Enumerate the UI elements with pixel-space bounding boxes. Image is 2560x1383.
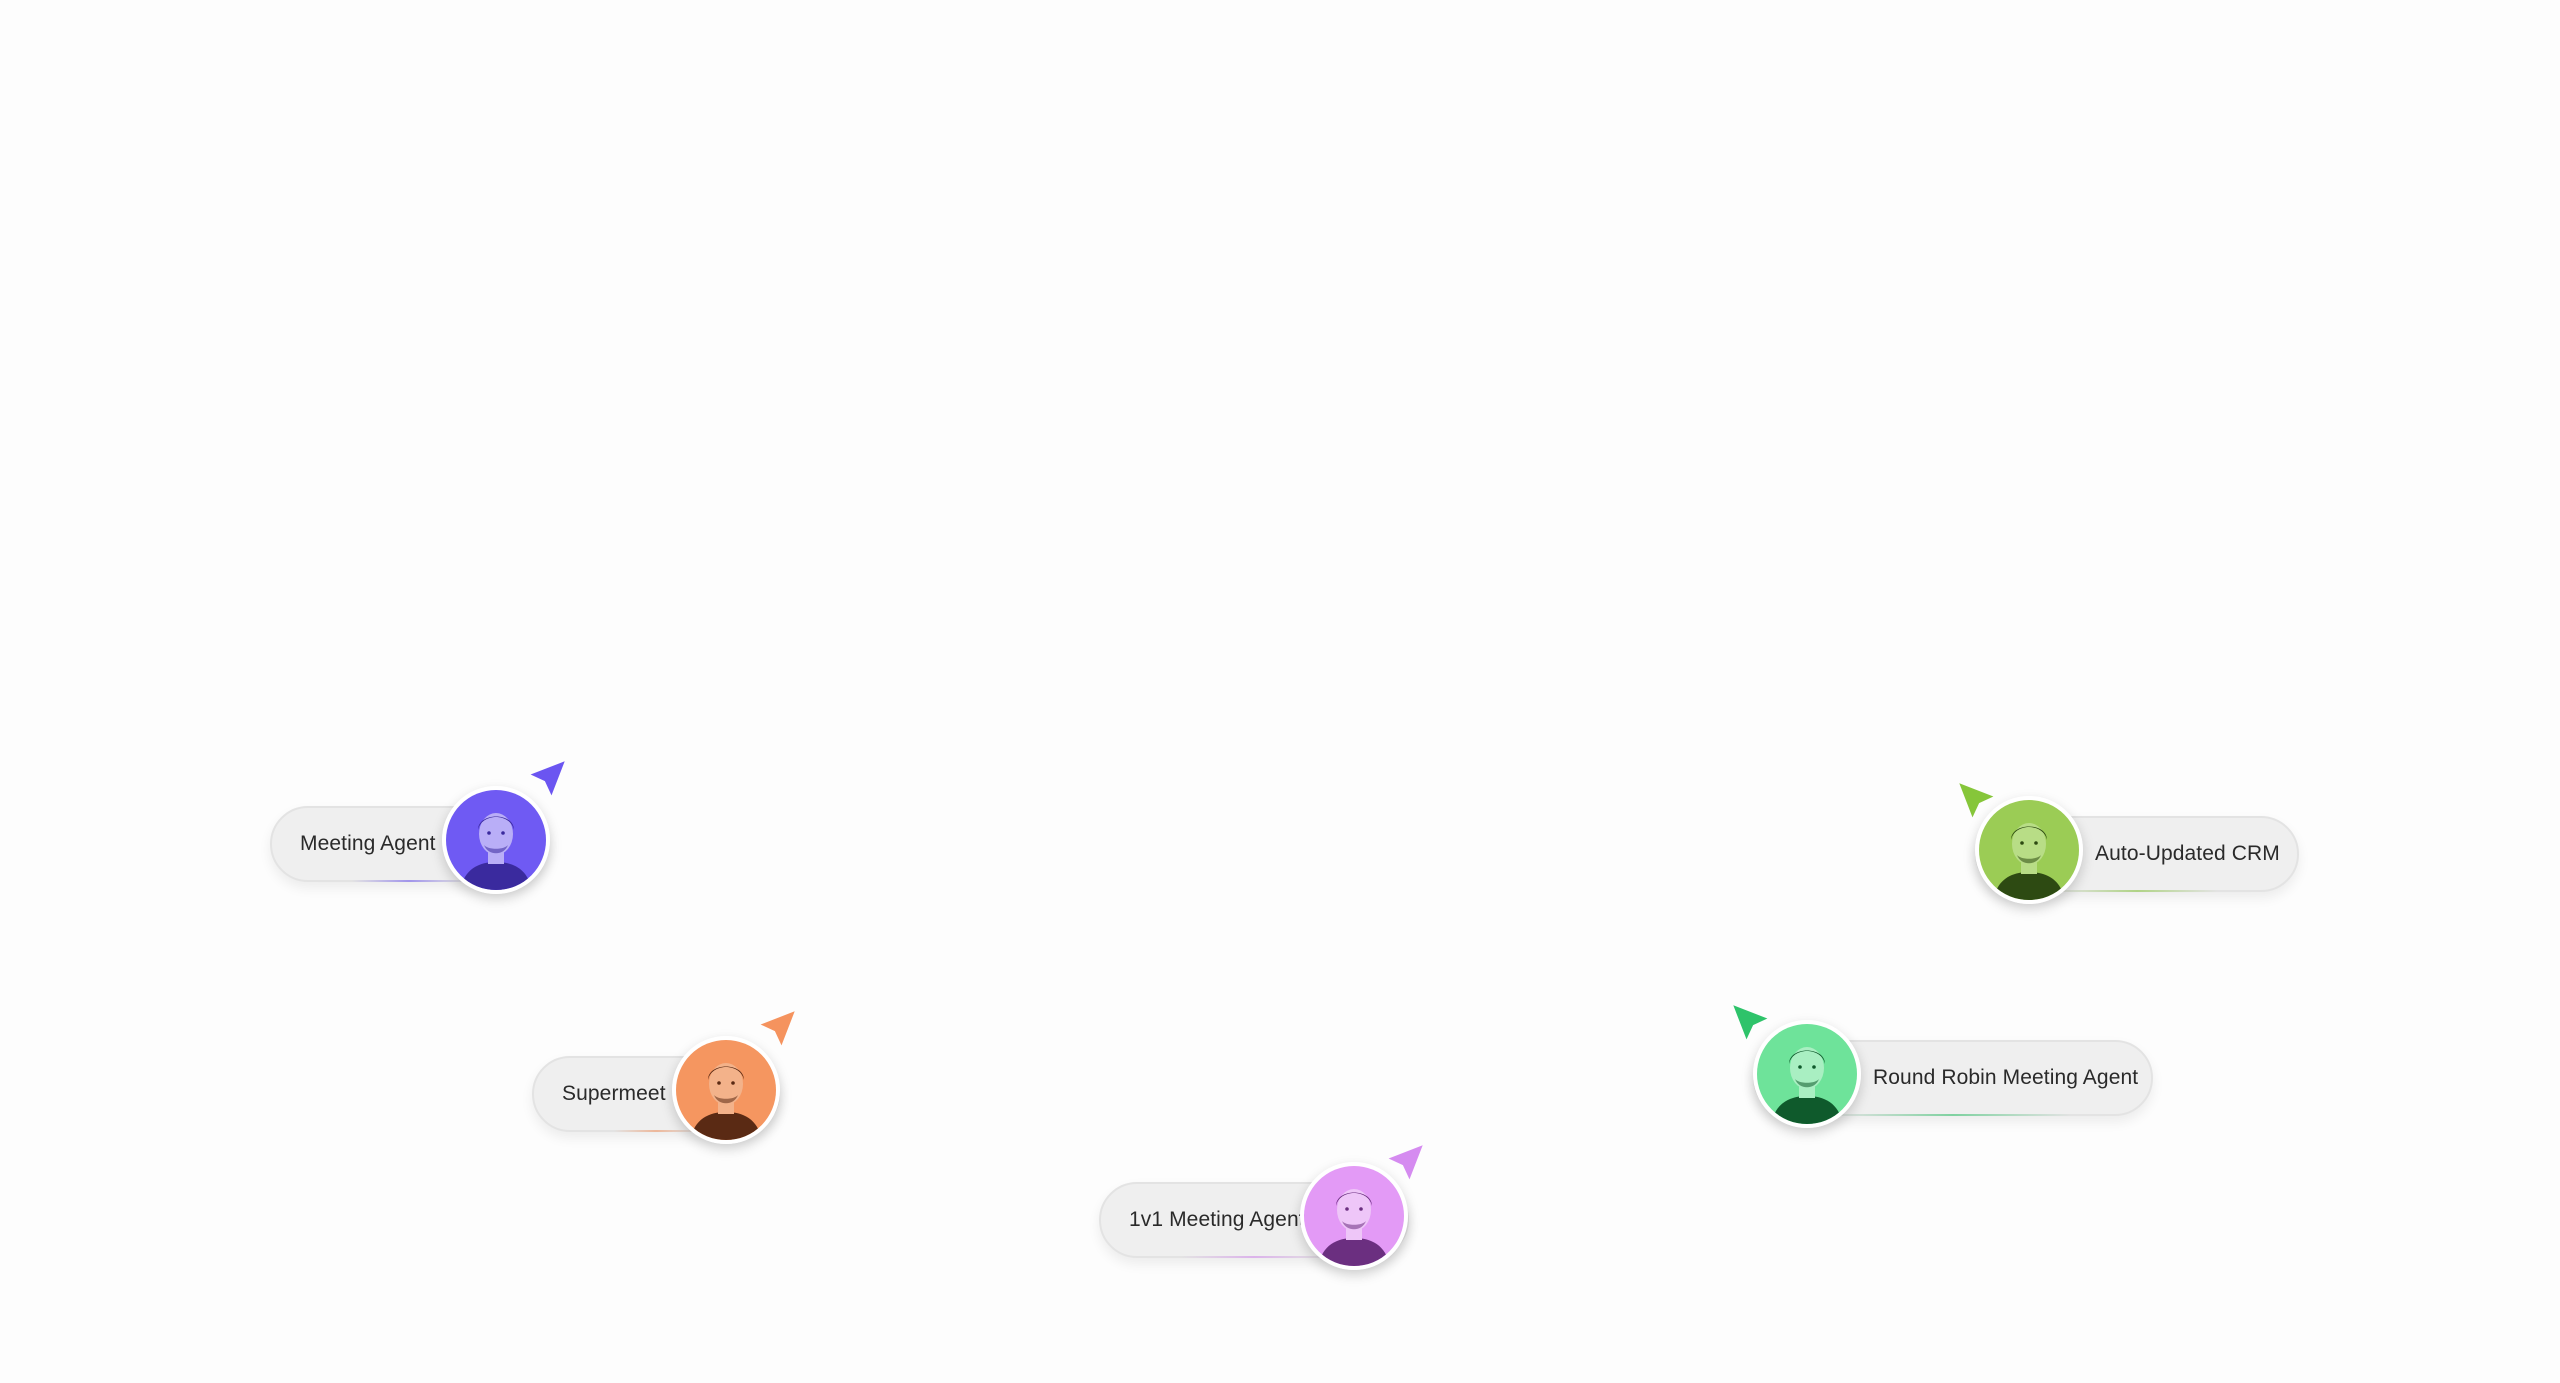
avatar	[442, 786, 550, 894]
agent-chip-label: Supermeet	[562, 1082, 666, 1105]
avatar	[1300, 1162, 1408, 1270]
cursor-arrow-icon	[524, 758, 568, 802]
agent-chip-label: Auto-Updated CRM	[2095, 842, 2280, 865]
agent-chip-label: Round Robin Meeting Agent	[1873, 1066, 2139, 1089]
agent-chip-label: Meeting Agent	[300, 832, 436, 855]
avatar	[1975, 796, 2083, 904]
cursor-arrow-icon	[1956, 780, 2000, 824]
cursor-arrow-icon	[1382, 1142, 1426, 1186]
avatar	[672, 1036, 780, 1144]
agent-chip-label: 1v1 Meeting Agent	[1129, 1208, 1305, 1231]
avatar	[1753, 1020, 1861, 1128]
cursor-arrow-icon	[754, 1008, 798, 1052]
cursor-arrow-icon	[1730, 1002, 1774, 1046]
